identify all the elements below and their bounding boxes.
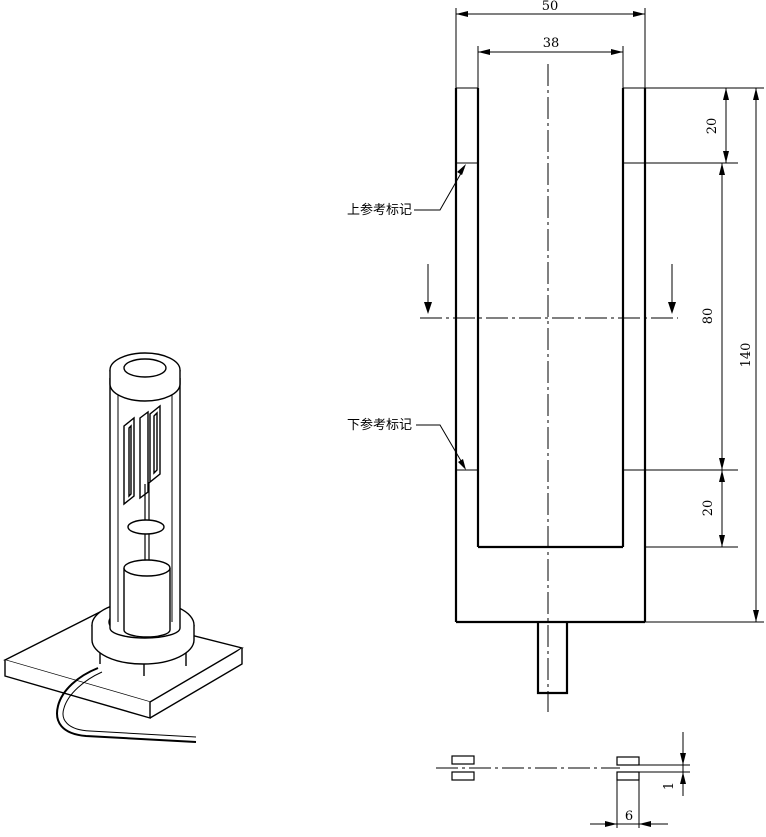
dim-6: 6 bbox=[625, 809, 633, 824]
dim-1: 1 bbox=[662, 782, 677, 790]
cable bbox=[56, 667, 197, 743]
dimension-total-height: 140 bbox=[739, 88, 759, 622]
shaft-disc bbox=[127, 519, 165, 535]
electrode-plates bbox=[123, 404, 161, 506]
dimension-top-section: 20 bbox=[705, 88, 729, 163]
upper-reference-label: 上参考标记 bbox=[347, 202, 412, 218]
dim-80: 80 bbox=[701, 308, 716, 325]
dim-38: 38 bbox=[543, 36, 560, 51]
dim-140: 140 bbox=[739, 343, 754, 368]
upper-reference-leader: 上参考标记 bbox=[347, 164, 466, 218]
dim-20-top: 20 bbox=[705, 118, 720, 135]
lower-reference-label: 下参考标记 bbox=[347, 417, 412, 433]
dimension-bottom-section: 20 bbox=[701, 470, 725, 547]
detail-section: 6 1 bbox=[436, 732, 690, 828]
dimension-middle-section: 80 bbox=[701, 163, 725, 470]
orthographic-view bbox=[420, 64, 678, 712]
dim-50: 50 bbox=[542, 0, 559, 14]
cylinder-weight bbox=[123, 559, 171, 638]
dimension-outer-width: 50 bbox=[455, 0, 646, 88]
dimension-inner-width: 38 bbox=[477, 36, 624, 88]
apparatus-illustration bbox=[3, 352, 244, 743]
lower-reference-leader: 下参考标记 bbox=[347, 417, 466, 470]
dim-20-bottom: 20 bbox=[701, 500, 716, 517]
